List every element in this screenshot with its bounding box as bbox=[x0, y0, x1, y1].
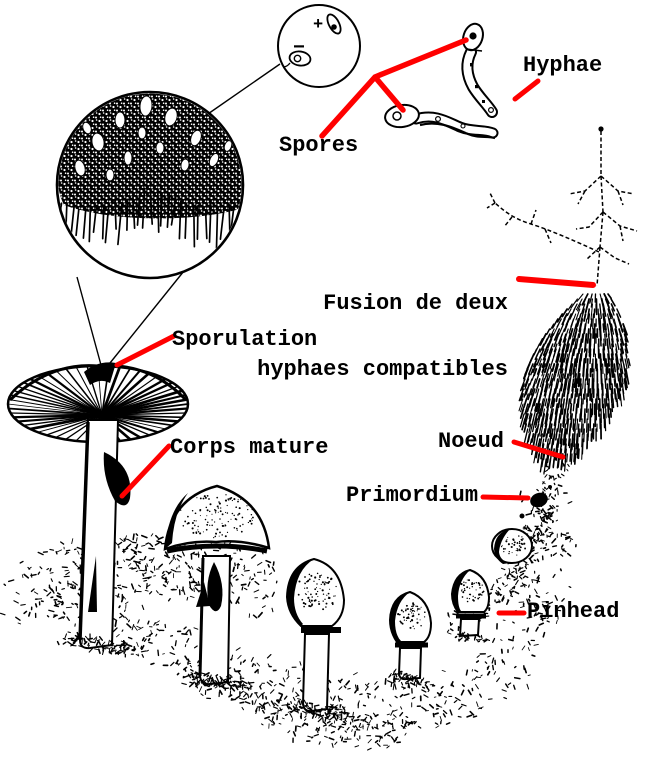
label-fusion: Fusion de deux hyphaes compatibles bbox=[257, 249, 508, 403]
label-spores: Spores bbox=[279, 133, 359, 158]
plus-spore bbox=[326, 13, 342, 35]
primordium-pointer-line bbox=[480, 494, 531, 501]
spores-pointer-line bbox=[319, 37, 469, 139]
spore-mating-circle: + − bbox=[277, 4, 361, 88]
magnifier-connector-lines bbox=[76, 63, 281, 366]
branching-hyphae bbox=[486, 126, 638, 287]
sporulation-pointer-line bbox=[114, 333, 177, 368]
mature-mushroom bbox=[6, 362, 190, 650]
germinating-spore-upper bbox=[461, 22, 498, 118]
label-fusion-line2: hyphaes compatibles bbox=[257, 357, 508, 382]
primordium-ball bbox=[491, 528, 533, 564]
young-mushroom bbox=[163, 484, 271, 686]
fusion-pointer-line bbox=[516, 276, 596, 288]
mushroom-base-fringes bbox=[56, 631, 491, 722]
minus-spore bbox=[282, 50, 312, 68]
label-hyphae: Hyphae bbox=[523, 53, 603, 78]
primordium-knot bbox=[519, 485, 552, 519]
label-noeud: Noeud bbox=[438, 429, 505, 454]
label-sporulation: Sporulation bbox=[172, 327, 318, 352]
hyphae-pointer-line bbox=[512, 78, 541, 102]
label-corps-mature: Corps mature bbox=[170, 435, 329, 460]
gill-detail-circle bbox=[55, 90, 245, 280]
mycelium-fan bbox=[518, 293, 631, 475]
noeud-pointer-line bbox=[511, 439, 566, 460]
annotation-pointers bbox=[114, 37, 596, 616]
button-mushroom-large bbox=[285, 557, 346, 713]
pinhead-mushroom bbox=[450, 568, 491, 638]
label-pinhead: Pinhead bbox=[527, 599, 620, 624]
developing-spores bbox=[74, 95, 233, 182]
corps-mature-pointer-line bbox=[119, 443, 172, 499]
label-primordium: Primordium bbox=[346, 483, 479, 508]
label-fusion-line1: Fusion de deux bbox=[323, 291, 508, 316]
germinating-spore-lower bbox=[384, 103, 499, 140]
button-mushroom-small bbox=[388, 590, 433, 681]
plus-sign: + bbox=[313, 16, 323, 35]
